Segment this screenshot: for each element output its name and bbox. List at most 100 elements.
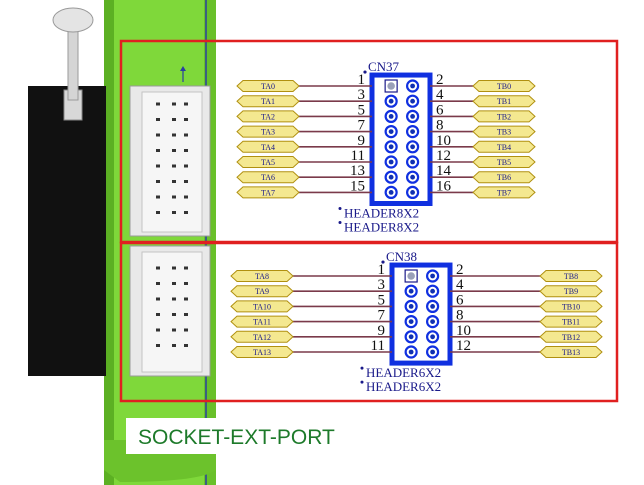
socket-label: SOCKET-EXT-PORT — [138, 426, 335, 449]
pin-number-right: 12 — [436, 148, 451, 164]
pin-hole-left — [388, 174, 394, 180]
net-label-left: TA13 — [253, 348, 271, 357]
net-label-left-shape — [230, 270, 294, 282]
net-label-left: TA4 — [261, 143, 275, 152]
net-label-left-shape — [230, 300, 294, 313]
pin-hole-left — [388, 98, 394, 104]
connector-dot — [363, 70, 367, 74]
header-label-dot — [338, 206, 342, 210]
pin-hole-left — [408, 288, 414, 294]
net-label-left: TA3 — [261, 128, 275, 137]
pin-hole-left — [408, 304, 414, 309]
header-part-label: HEADER8X2 — [344, 219, 419, 234]
header-label-dot — [360, 380, 364, 384]
pin-hole-right — [430, 334, 435, 340]
pin-number-left: 15 — [350, 178, 365, 194]
socket-hole — [184, 164, 188, 168]
socket-hole — [172, 195, 176, 199]
socket-hole — [184, 328, 188, 332]
socket-hole — [184, 313, 188, 316]
net-label-right: TB11 — [562, 318, 580, 327]
pin-hole-right — [430, 273, 435, 279]
net-label-left-shape — [230, 346, 294, 358]
pin-number-right: 12 — [456, 338, 471, 354]
socket-hole — [156, 195, 160, 199]
pin-number-right: 4 — [436, 87, 444, 103]
net-label-right-shape — [472, 110, 536, 123]
socket-hole — [172, 266, 176, 270]
net-label-left: TA11 — [253, 318, 271, 327]
net-label-left-shape — [236, 140, 300, 153]
pin-number-right: 6 — [436, 102, 444, 118]
pin-hole-left — [388, 114, 394, 119]
net-label-left: TA7 — [261, 188, 275, 197]
socket-hole — [156, 102, 160, 106]
pin-number-right: 8 — [456, 308, 464, 324]
pin-1-pad — [407, 272, 415, 280]
pin-number-right: 10 — [436, 133, 451, 149]
pin-hole-left — [388, 159, 394, 165]
net-label-left: TA10 — [253, 302, 271, 311]
socket-hole — [172, 313, 176, 316]
socket-hole — [156, 118, 160, 121]
socket-hole — [156, 164, 160, 168]
socket-hole — [172, 164, 176, 168]
pin-hole-right — [410, 190, 415, 195]
net-label-right: TB13 — [562, 348, 580, 357]
pin-hole-right — [430, 288, 435, 294]
net-label-right-shape — [472, 95, 536, 108]
header-part-label: HEADER6X2 — [366, 379, 441, 394]
pin-hole-left — [408, 349, 414, 355]
header-body — [369, 72, 433, 206]
pin-hole-right — [410, 174, 415, 180]
pin-hole-right — [430, 319, 435, 324]
socket-hole — [156, 328, 160, 332]
pin-hole-right — [430, 304, 435, 309]
net-label-right: TB6 — [497, 173, 511, 182]
pin-number-right: 2 — [436, 72, 444, 88]
socket-hole — [172, 344, 176, 347]
net-label-left-shape — [236, 186, 300, 199]
pin1-marker-arrow — [180, 66, 186, 71]
socket-hole — [184, 149, 188, 152]
socket-hole — [184, 211, 188, 214]
net-label-right-shape — [472, 80, 536, 92]
net-label-right: TB1 — [497, 97, 511, 106]
socket-insert-top — [141, 91, 203, 233]
net-label-right: TB8 — [564, 272, 578, 281]
socket-hole — [156, 313, 160, 316]
socket-hole — [172, 297, 176, 301]
pin-number-right: 4 — [456, 277, 464, 293]
pin-hole-right — [410, 114, 415, 119]
net-label-left: TA12 — [253, 333, 271, 342]
pin-hole-left — [408, 319, 414, 324]
pin-number-left: 3 — [378, 277, 386, 293]
net-label-right-shape — [539, 330, 603, 343]
net-label-right-shape — [539, 270, 603, 282]
socket-holes-top — [156, 102, 188, 214]
net-label-right: TB5 — [497, 158, 511, 167]
pin-number-right: 14 — [436, 163, 452, 179]
net-label-right: TB2 — [497, 112, 511, 121]
socket-hole — [172, 328, 176, 332]
net-label-left: TA1 — [261, 97, 275, 106]
pin-hole-right — [410, 98, 415, 104]
socket-hole — [172, 180, 176, 183]
header-label-dot — [360, 366, 364, 370]
net-label-right-shape — [472, 171, 536, 184]
net-label-right: TB10 — [562, 302, 580, 311]
net-label-right-shape — [539, 315, 603, 328]
net-label-right-shape — [472, 156, 536, 168]
socket-hole — [184, 297, 188, 301]
net-label-right: TB7 — [497, 188, 511, 197]
header-label-dot — [338, 220, 342, 224]
socket-hole — [156, 133, 160, 137]
socket-hole — [184, 133, 188, 137]
socket-hole — [172, 118, 176, 121]
net-label-left: TA5 — [261, 158, 275, 167]
pin-hole-right — [410, 159, 415, 165]
pin-number-left: 3 — [358, 87, 366, 103]
pin-hole-left — [388, 190, 394, 195]
